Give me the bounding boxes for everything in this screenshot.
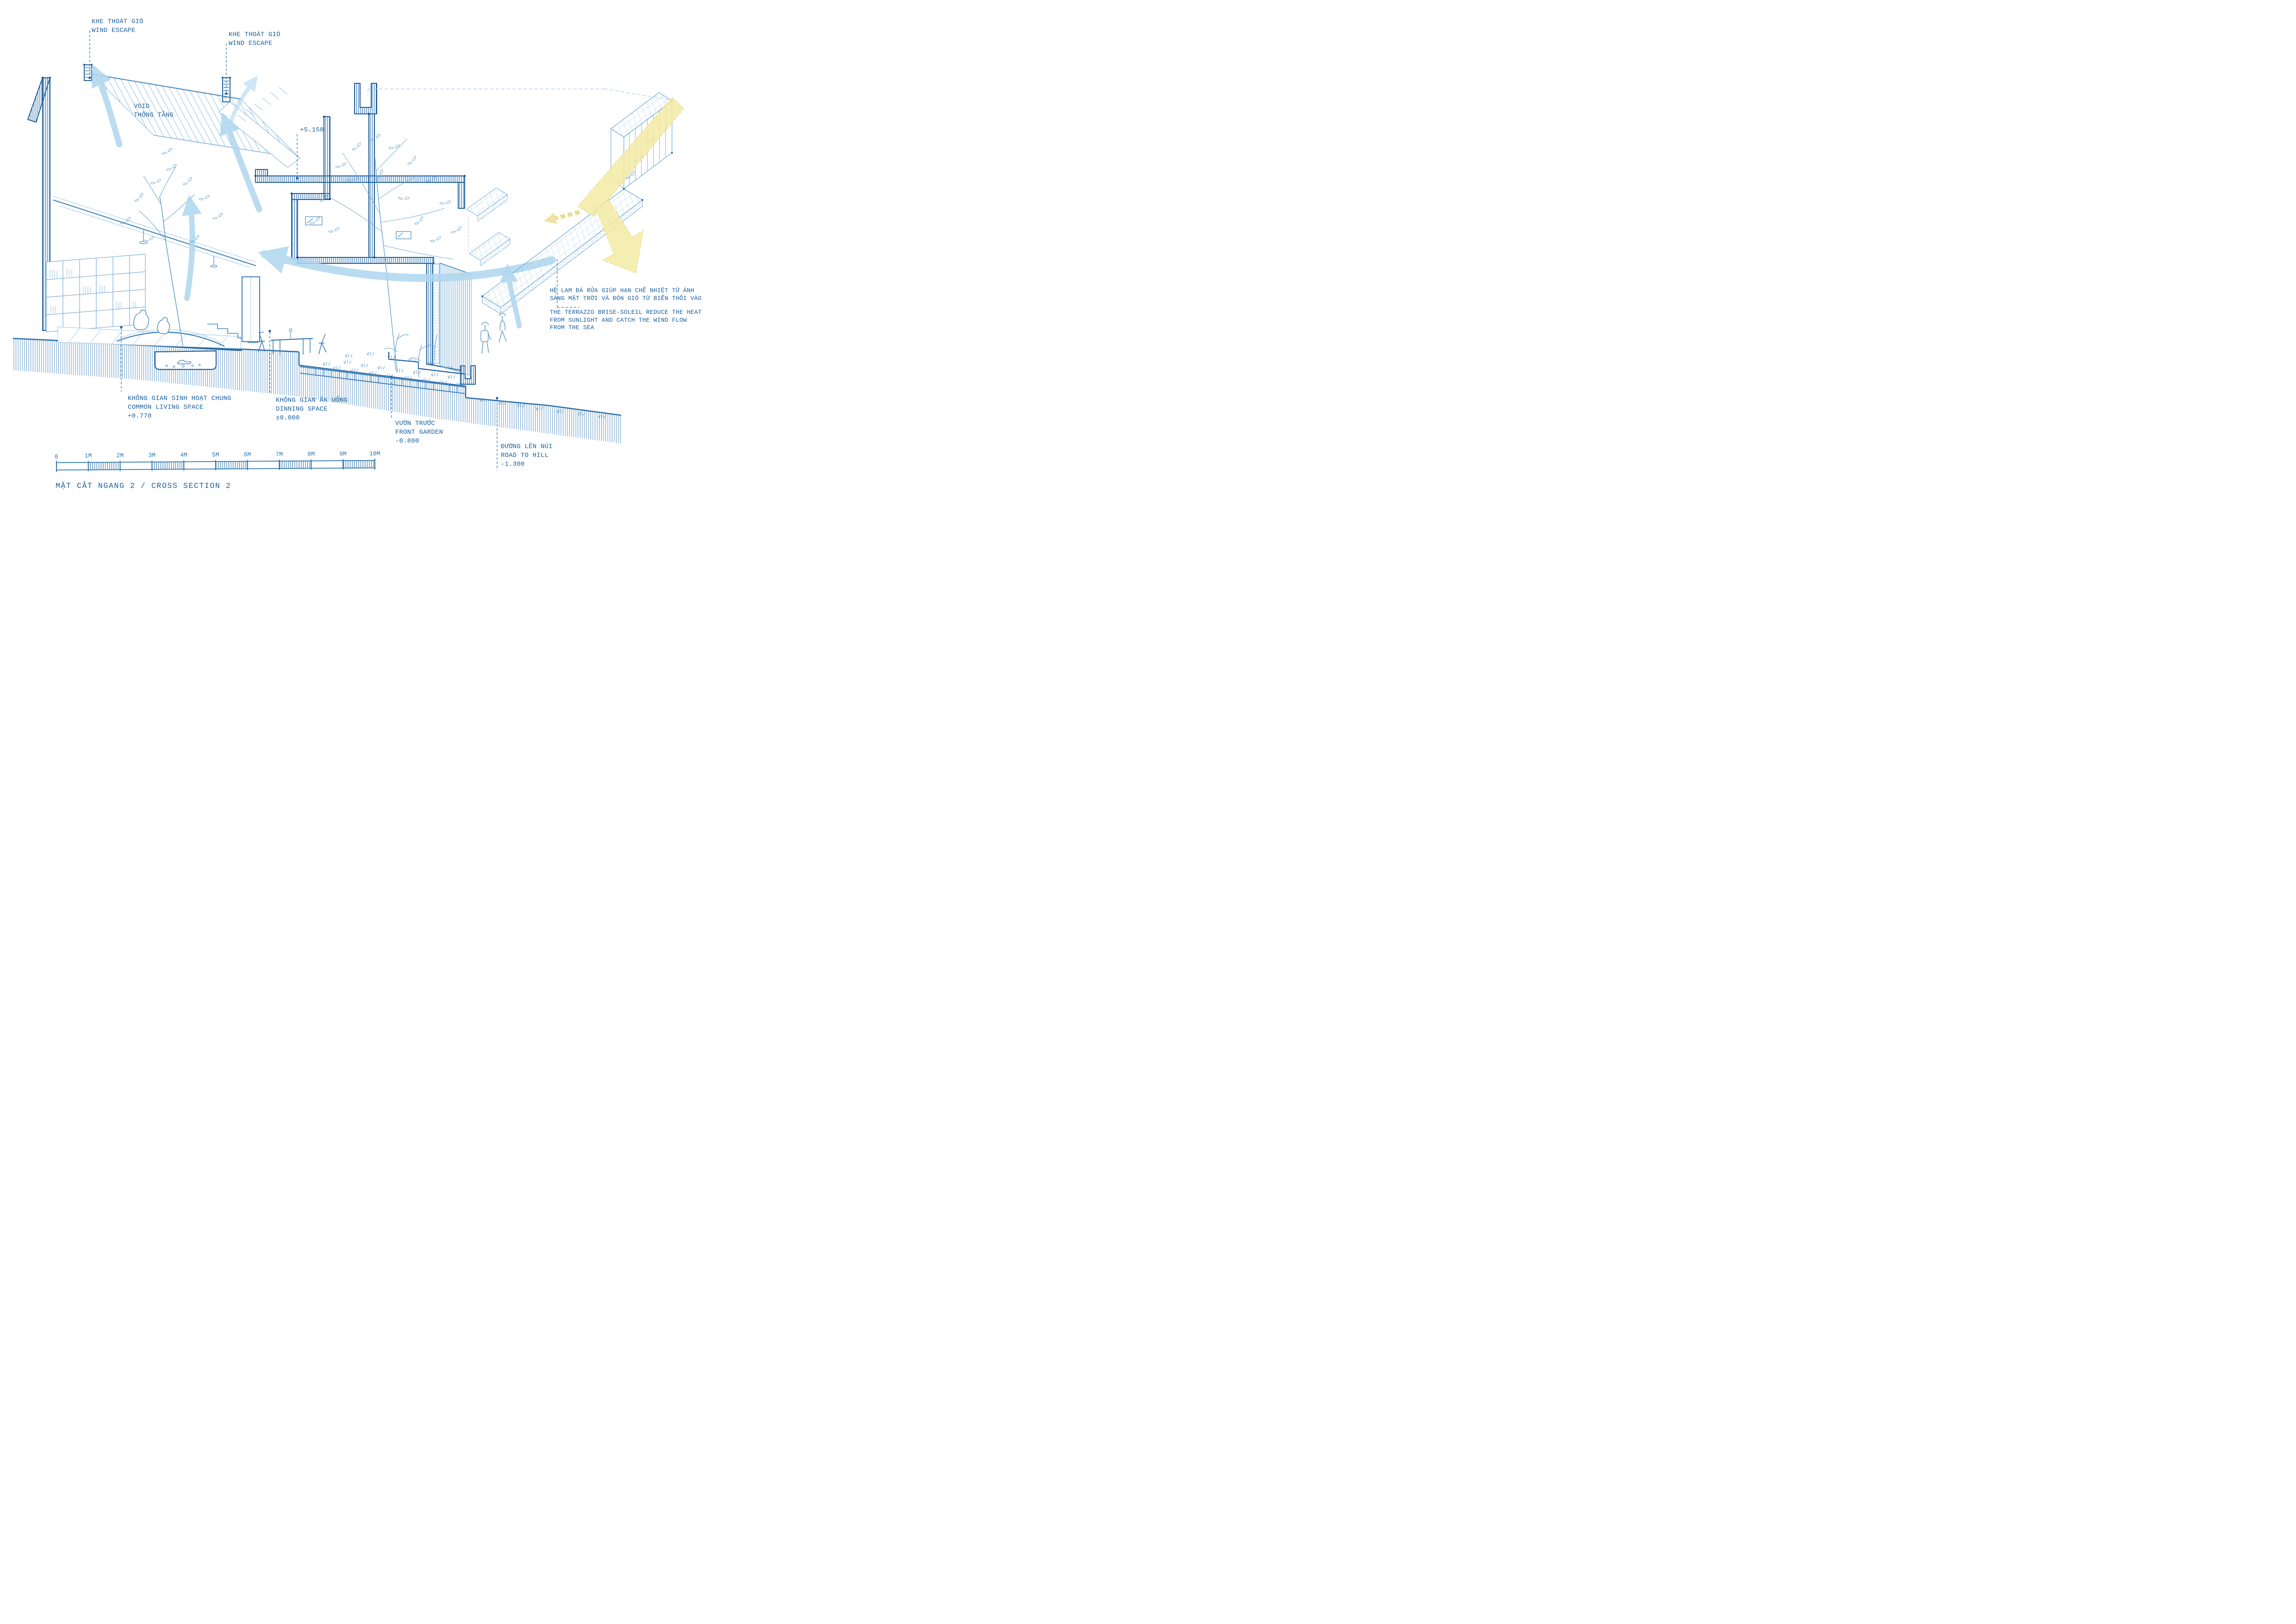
pendant-lamp [139, 230, 218, 268]
living-deck [57, 326, 241, 349]
roof-plane [91, 74, 301, 168]
sunken-garden-pit [154, 350, 217, 370]
scale-tick-label: 7M [276, 451, 283, 458]
living-ceiling [53, 196, 256, 268]
label-front-garden: VƯỜN TRƯỚC FRONT GARDEN -0.800 [395, 420, 443, 445]
cat-sketch [177, 360, 192, 364]
label-level-roof: +5.150 [300, 126, 324, 134]
isometric-brise-soleil-detail [367, 88, 684, 329]
sheet-title: MẶT CẮT NGANG 2 / CROSS SECTION 2 [56, 481, 231, 490]
door-opening [242, 276, 260, 342]
pedestrians [480, 312, 507, 354]
windows [305, 216, 411, 239]
scale-tick-label: 10M [369, 450, 380, 457]
tree-left [138, 166, 195, 347]
scale-tick-label: 1M [85, 452, 92, 459]
wind-arrow [219, 112, 262, 212]
scale-tick-label: 3M [148, 452, 156, 459]
scale-tick-label: 6M [244, 451, 251, 458]
scale-tick-label: 9M [339, 450, 347, 457]
label-road-to-hill: ĐƯỜNG LÊN NÚI ROAD TO HILL -1.300 [501, 443, 553, 468]
label-dining-space: KHÔNG GIAN ĂN UỐNG DINNING SPACE ±0.000 [276, 397, 348, 422]
sun-arrow [544, 97, 684, 274]
garden-path [299, 366, 465, 394]
scale-tick-label: 4M [180, 451, 187, 458]
tree-right [324, 138, 454, 370]
scale-tick-label: 5M [212, 451, 219, 458]
label-void: VOID THÔNG TẦNG [134, 103, 174, 119]
fence [439, 262, 472, 376]
wind-arrow [499, 264, 522, 329]
cross-section-sheet: 0 1M 2M 3M 4M 5M 6M 7M 8M 9M 10M KHE THO… [0, 0, 726, 513]
person-with-backpack [480, 322, 492, 354]
dining-set [258, 328, 327, 356]
leader-lines [89, 31, 579, 470]
scale-tick-label: 2M [117, 452, 124, 459]
label-brise-soleil-note: HỆ LAM ĐÁ RỬA GIÚP HẠN CHẾ NHIỆT TỪ ÁNH … [550, 287, 702, 331]
bookshelf [46, 254, 146, 332]
garden-shrubs [384, 333, 438, 378]
section-drawing: 0 1M 2M 3M 4M 5M 6M 7M 8M 9M 10M [12, 31, 684, 472]
label-wind-escape-2: KHE THOÁT GIÓ WIND ESCAPE [229, 31, 280, 47]
seated-figures [133, 309, 170, 334]
terrazzo-wall [431, 263, 440, 364]
wind-arrow [228, 75, 258, 126]
wind-arrow [181, 195, 202, 301]
sun-arrow-reflected [544, 210, 580, 224]
scale-tick-label: 0 [55, 453, 58, 460]
person-walking [498, 312, 507, 343]
detail-floor-slabs [466, 187, 510, 266]
wind-arrow [91, 64, 123, 148]
label-common-living-space: KHÔNG GIAN SINH HOẠT CHUNG COMMON LIVING… [128, 395, 231, 420]
label-wind-escape-1: KHE THOÁT GIÓ WIND ESCAPE [92, 18, 143, 34]
scale-bar: 0 1M 2M 3M 4M 5M 6M 7M 8M 9M 10M [55, 450, 380, 472]
leader-dots [88, 76, 498, 400]
scale-tick-label: 8M [307, 451, 315, 458]
ground-hatch [12, 337, 622, 443]
